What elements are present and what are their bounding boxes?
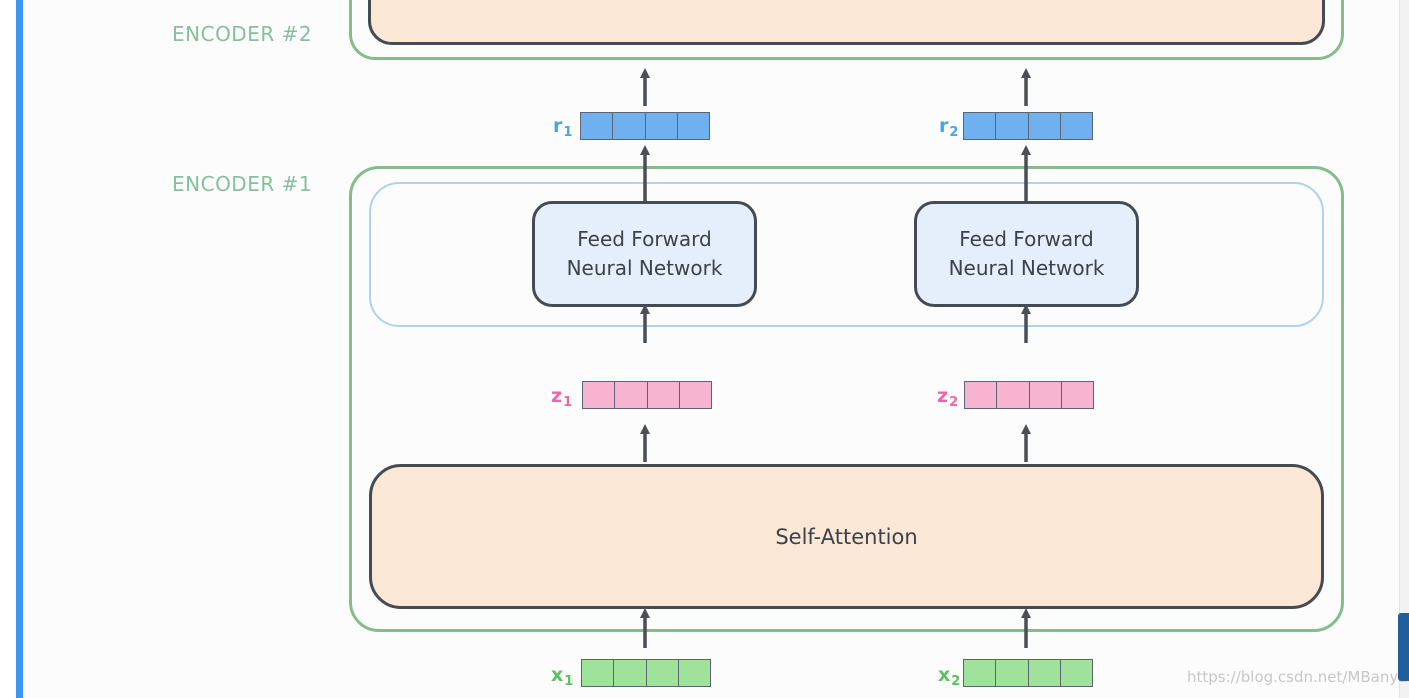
x2-label: x2: [938, 664, 961, 689]
encoder-2-block: [349, 0, 1344, 60]
ffn-right-line1: Feed Forward: [959, 227, 1094, 251]
x1-label: x1: [551, 664, 574, 689]
x1-vector: [581, 659, 711, 687]
x2-vector: [963, 659, 1093, 687]
scrollbar-track[interactable]: [1399, 0, 1409, 698]
side-widget-tab[interactable]: [1398, 613, 1409, 681]
encoder-2-label: ENCODER #2: [172, 22, 313, 46]
encoder-2-inner-layer: [368, 0, 1325, 45]
watermark: https://blog.csdn.net/MBanyan: [1187, 668, 1409, 686]
encoder-1-label: ENCODER #1: [172, 172, 313, 196]
z2-label: z2: [937, 385, 959, 410]
ffn-left-line2: Neural Network: [566, 256, 723, 280]
r2-vector: [963, 112, 1093, 140]
encoder-1-block: [349, 166, 1344, 632]
r1-vector: [580, 112, 710, 140]
r1-label: r1: [553, 115, 573, 140]
self-attention-label: Self-Attention: [775, 524, 918, 549]
self-attention-layer: Self-Attention: [369, 464, 1324, 609]
ffn-right-line2: Neural Network: [948, 256, 1105, 280]
feed-forward-network-right: Feed Forward Neural Network: [914, 201, 1139, 307]
r2-label: r2: [939, 115, 959, 140]
ffn-left-line1: Feed Forward: [577, 227, 712, 251]
feed-forward-layer: [369, 182, 1324, 327]
z1-label: z1: [551, 385, 573, 410]
z1-vector: [582, 381, 712, 409]
left-accent-bar: [16, 0, 23, 698]
z2-vector: [964, 381, 1094, 409]
